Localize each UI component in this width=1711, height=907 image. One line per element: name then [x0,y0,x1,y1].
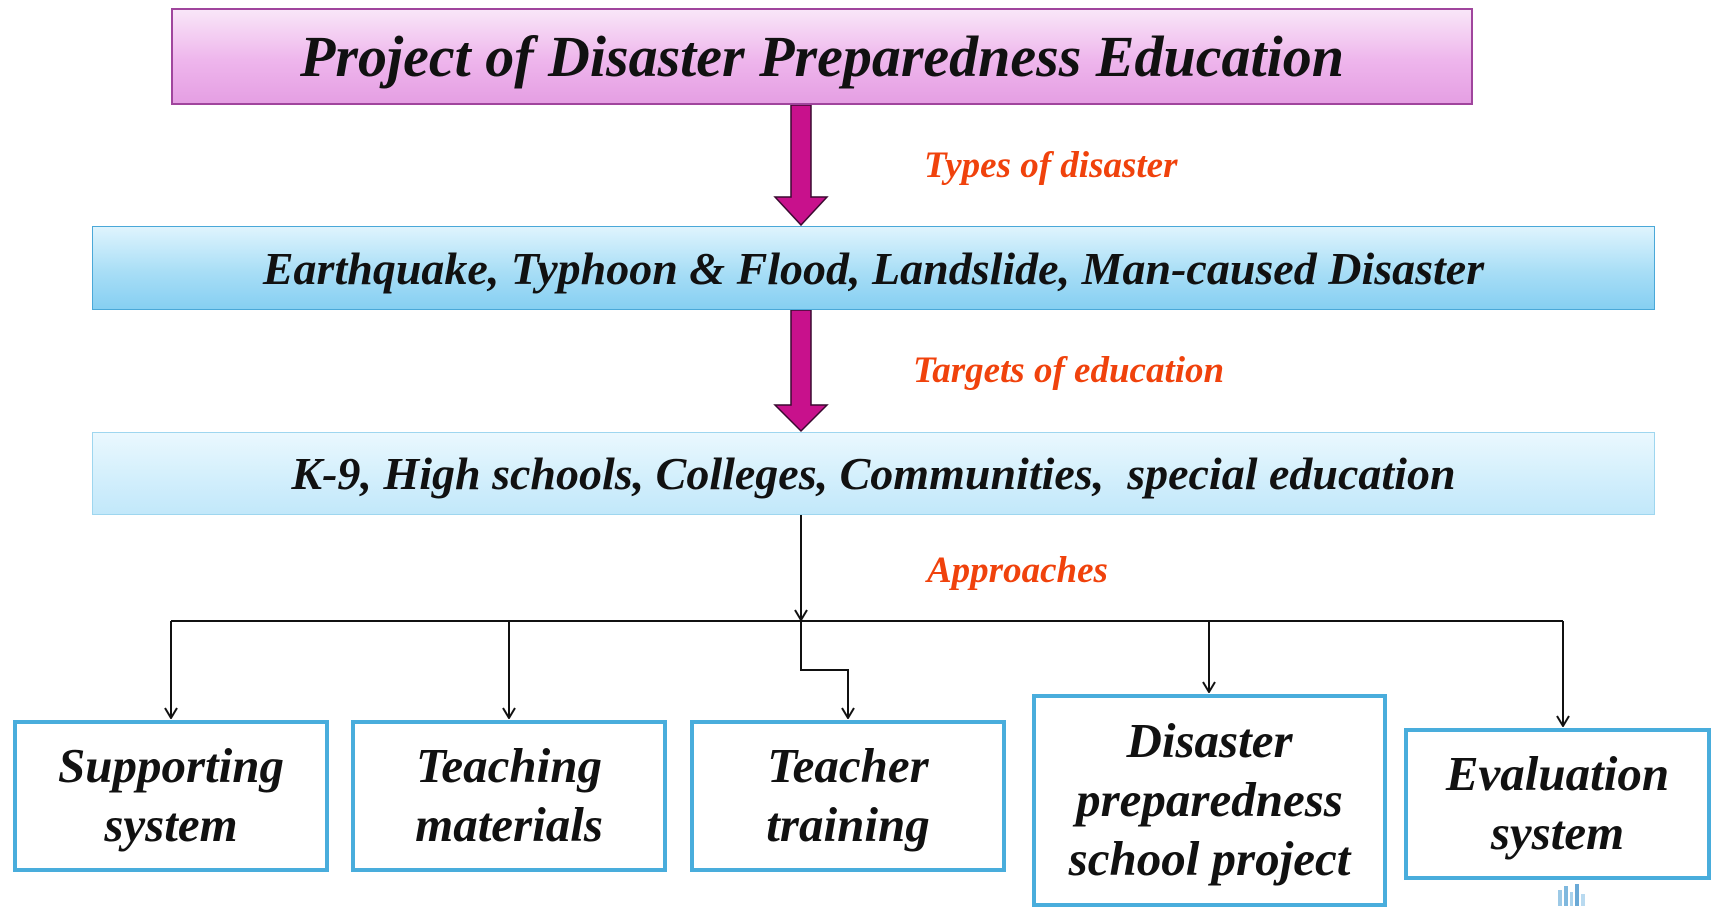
disaster-types-text: Earthquake, Typhoon & Flood, Landslide, … [262,242,1485,294]
approach-line: materials [415,797,603,852]
education-targets-text: K-9, High schools, Colleges, Communities… [291,448,1456,499]
approach-line: system [1490,805,1625,860]
approach-teacher-training: Teacher training [690,720,1006,872]
arrow-types-to-targets [773,309,829,433]
approach-line: Supporting [57,738,285,794]
education-targets-box: K-9, High schools, Colleges, Communities… [92,432,1655,515]
title-text: Project of Disaster Preparedness Educati… [300,24,1344,89]
logo-icon [1558,884,1585,906]
approach-line: system [104,797,238,852]
label-approaches: Approaches [927,550,1108,591]
approach-line: Disaster [1126,713,1293,769]
arrow-title-to-types [773,104,829,227]
approach-line: training [766,797,930,852]
approach-school-project: Disaster preparedness school project [1032,694,1387,907]
approach-line: Teacher [767,738,929,794]
disaster-types-box: Earthquake, Typhoon & Flood, Landslide, … [92,226,1655,310]
approach-supporting-system: Supporting system [13,720,329,872]
label-targets-of-education: Targets of education [913,350,1225,391]
approach-line: Evaluation [1445,746,1670,802]
approach-teaching-materials: Teaching materials [351,720,667,872]
approach-line: school project [1068,830,1351,886]
title-box: Project of Disaster Preparedness Educati… [171,8,1473,105]
label-types-of-disaster: Types of disaster [924,145,1178,186]
approach-line: preparedness [1076,772,1343,828]
approach-evaluation-system: Evaluation system [1404,728,1711,880]
connector-training [800,621,848,718]
approach-line: Teaching [415,738,603,794]
